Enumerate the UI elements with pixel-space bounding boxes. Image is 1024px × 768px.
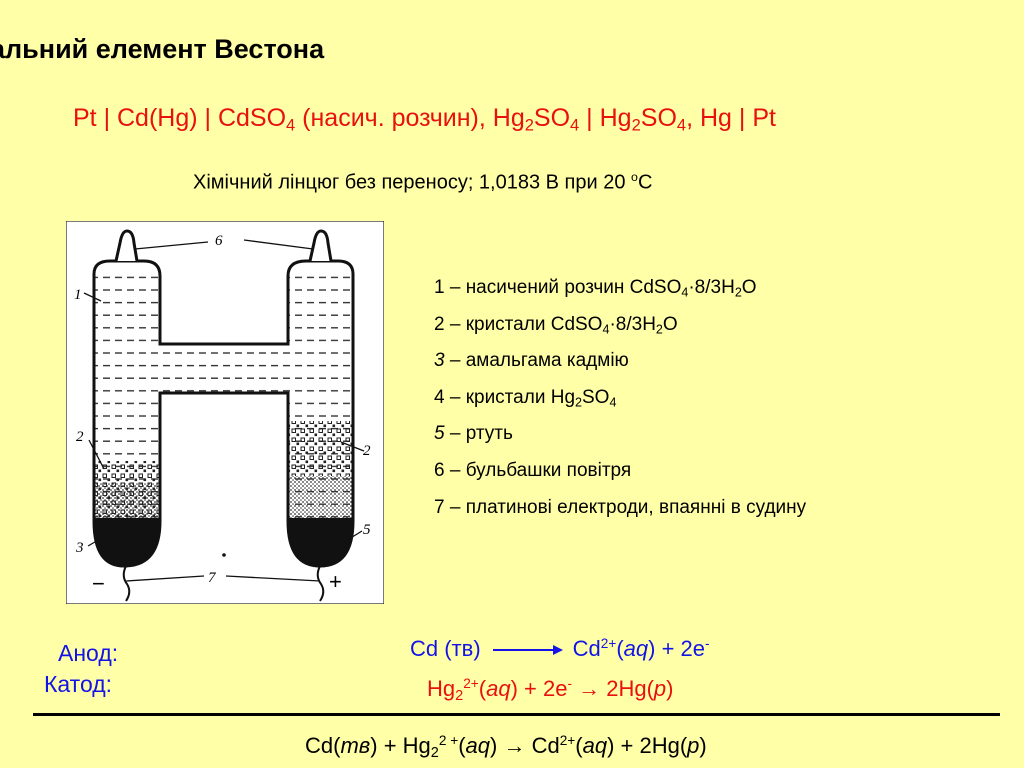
cell-scheme: Pt | Cd(Hg) | CdSO4 (насич. розчин), Hg2… (73, 104, 776, 136)
weston-cell-diagram: 1 2 3 2 5 6 7 − + (66, 221, 384, 604)
scheme-sub: 4 (676, 116, 687, 135)
eq-part: ( (575, 733, 583, 759)
eq-part: ( (478, 676, 487, 702)
eq-part: ( (616, 636, 624, 662)
legend-item-3: 3 – амальгама кадмію (434, 346, 806, 383)
eq-part: → 2Hg( (571, 676, 654, 702)
eq-sup: 2 + (438, 733, 459, 748)
eq-sup: 2+ (600, 636, 617, 651)
eq-part: p (653, 676, 667, 702)
legend-sub: 4 (681, 285, 689, 300)
eq-sup: - (567, 676, 572, 691)
anode-equation: Cd (тв) Cd2+(aq) + 2e- (410, 636, 710, 662)
label-1: 1 (74, 287, 82, 303)
legend-item-2: 2 – кристали CdSO4·8/3H2O (434, 310, 806, 347)
plus-terminal: + (329, 569, 342, 594)
minus-terminal: − (92, 571, 105, 596)
eq-part: Cd (572, 636, 601, 662)
legend-item-4: 4 – кристали Hg2SO4 (434, 383, 806, 420)
cathode-label: Катод: (44, 671, 113, 697)
eq-part: p (687, 733, 700, 759)
eq-sup: 2+ (559, 733, 576, 748)
legend-sub: 4 (609, 395, 617, 410)
legend-text: 4 – кристали Hg (434, 386, 576, 408)
eq-sup: 2+ (463, 676, 479, 691)
legend-number: 5 (434, 423, 445, 445)
label-2-right: 2 (363, 443, 371, 459)
label-7: 7 (208, 570, 217, 586)
scheme-sub: 4 (286, 116, 296, 135)
label-5: 5 (363, 522, 371, 538)
eq-part: Cd( (305, 733, 341, 759)
legend-item-1: 1 – насичений розчин CdSO4·8/3H2O (434, 273, 806, 310)
legend-text: O (741, 277, 757, 298)
scheme-part: Pt | Cd(Hg) | CdSO (73, 104, 287, 132)
legend-text: 2 – кристали CdSO (434, 313, 603, 335)
anode-label: Анод: (58, 640, 119, 666)
legend-item-5: 5 – ртуть (434, 419, 806, 456)
eq-part: ) + 2e (648, 636, 706, 662)
legend-item-6: 6 – бульбашки повітря (434, 459, 632, 481)
eq-part: ) → Cd (490, 733, 560, 759)
subtitle-text: Хімічний лінцюг без переносу; 1,0183 В п… (193, 171, 632, 194)
label-3: 3 (75, 540, 84, 556)
legend-text: ·8/3H (688, 277, 735, 298)
eq-part: aq (582, 733, 608, 759)
slide-title: альний елемент Вестона (0, 34, 325, 64)
scheme-part: | Hg (579, 104, 632, 132)
eq-sub: 2 (455, 688, 464, 705)
eq-part: Cd (тв) (410, 636, 481, 662)
scheme-part: SO (640, 104, 677, 132)
divider-line (33, 713, 1000, 716)
legend: 1 – насичений розчин CdSO4·8/3H2O 2 – кр… (434, 273, 806, 529)
eq-part: ) (699, 733, 707, 759)
eq-part: aq (465, 733, 491, 759)
scheme-sub: 2 (524, 116, 534, 135)
legend-text: – амальгама кадмію (444, 350, 629, 372)
eq-part: ) (666, 676, 674, 702)
eq-part: aq (486, 676, 511, 702)
overall-equation: Cd(тв) + Hg22 +(aq) → Cd2+(aq) + 2Hg(p) (305, 733, 707, 761)
legend-number: 3 (434, 350, 445, 372)
eq-part: ) + 2e (510, 676, 568, 702)
scheme-part: SO (533, 104, 571, 132)
legend-text: SO (582, 386, 610, 408)
eq-part: ) + Hg (370, 733, 431, 759)
legend-text: O (662, 313, 678, 335)
legend-item-7: 7 – платинові електроди, впаянні в судин… (434, 496, 807, 518)
legend-sub: 2 (734, 285, 742, 300)
eq-part: Hg (427, 676, 456, 702)
arrow-icon (492, 645, 563, 656)
eq-part: ) + 2Hg( (607, 733, 688, 759)
legend-sub: 2 (575, 395, 582, 410)
cathode-equation: Hg22+(aq) + 2e- → 2Hg(p) (427, 676, 673, 704)
label-2-left: 2 (76, 429, 84, 445)
eq-part: тв (340, 733, 371, 759)
eq-sup: - (705, 636, 710, 651)
eq-part: ( (458, 733, 466, 759)
label-6: 6 (215, 233, 223, 249)
degree-sign: o (631, 170, 638, 184)
legend-text: – ртуть (444, 423, 513, 445)
legend-text: ·8/3H (609, 313, 656, 335)
scheme-part: (насич. розчин), Hg (295, 104, 525, 132)
scheme-sub: 4 (570, 116, 580, 135)
legend-text: 1 – насичений розчин CdSO (434, 277, 682, 298)
scheme-sub: 2 (631, 116, 641, 135)
cell-subtitle: Хімічний лінцюг без переносу; 1,0183 В п… (193, 170, 652, 194)
eq-part: aq (623, 636, 649, 662)
scheme-part: , Hg | Pt (686, 104, 776, 132)
legend-sub: 4 (602, 322, 610, 337)
eq-sub: 2 (430, 745, 439, 762)
legend-sub: 2 (655, 322, 663, 337)
subtitle-unit: С (637, 171, 653, 194)
